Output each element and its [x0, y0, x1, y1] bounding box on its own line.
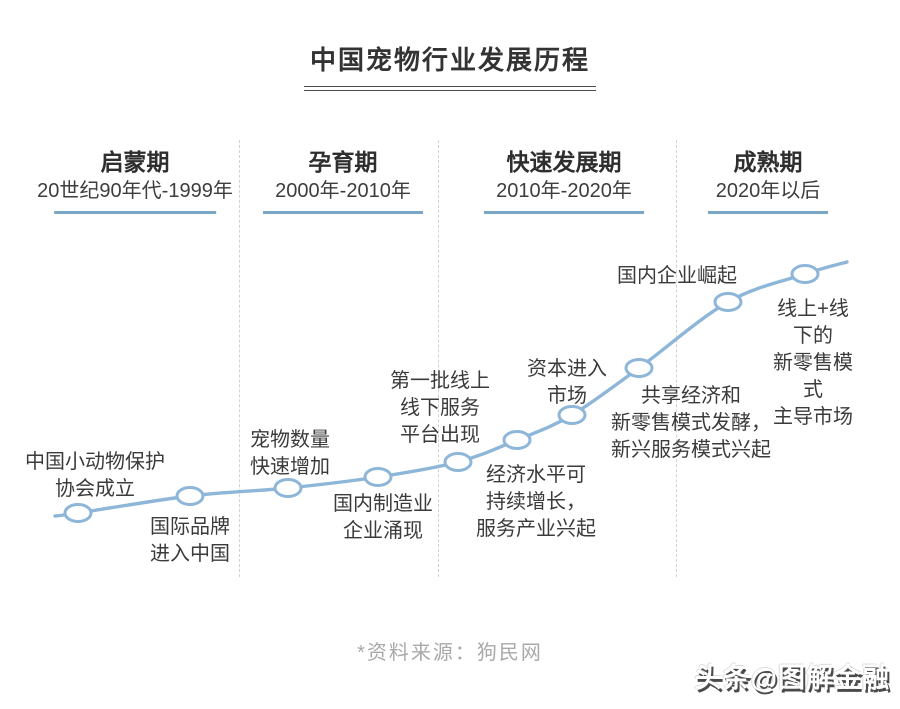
phase-column-1: 启蒙期 20世纪90年代-1999年: [37, 148, 233, 214]
phase-column-3: 快速发展期 2010年-2020年: [484, 148, 644, 214]
phase-underline: [484, 211, 644, 214]
phase-period: 2010年-2020年: [496, 180, 632, 202]
phase-underline: [263, 211, 423, 214]
milestone-marker-9: [713, 292, 743, 312]
dashed-divider-3: [676, 140, 677, 577]
milestone-label-4: 国内制造业 企业涌现: [333, 493, 433, 542]
page-title: 中国宠物行业发展历程: [309, 45, 590, 75]
dashed-divider-1: [239, 140, 240, 577]
data-source-note: *资料来源：狗民网: [357, 642, 543, 664]
phase-period: 20世纪90年代-1999年: [37, 180, 233, 202]
dashed-divider-2: [438, 140, 439, 577]
milestone-marker-8: [624, 358, 654, 378]
header: 中国宠物行业发展历程: [0, 40, 900, 91]
phase-period: 2020年以后: [715, 180, 821, 202]
phase-name: 快速发展期: [506, 149, 622, 175]
milestone-marker-7: [557, 405, 587, 425]
phase-underline: [54, 211, 216, 214]
milestone-label-9: 国内企业崛起: [617, 265, 737, 287]
milestone-marker-3: [273, 478, 303, 498]
phase-name: 成熟期: [733, 149, 803, 175]
milestone-marker-1: [63, 503, 93, 523]
milestone-label-5: 第一批线上 线下服务 平台出现: [390, 370, 490, 446]
milestone-marker-5: [443, 452, 473, 472]
phase-period: 2000年-2010年: [275, 180, 411, 202]
phase-column-4: 成熟期 2020年以后: [708, 148, 828, 214]
milestone-label-8: 共享经济和 新零售模式发酵， 新兴服务模式兴起: [611, 385, 771, 461]
phase-name: 启蒙期: [100, 149, 170, 175]
phase-underline: [708, 211, 828, 214]
milestone-label-2: 国际品牌 进入中国: [150, 516, 230, 565]
milestone-marker-4: [363, 467, 393, 487]
milestone-marker-10: [790, 264, 820, 284]
phase-name: 孕育期: [308, 149, 378, 175]
milestone-label-7: 资本进入 市场: [527, 358, 607, 407]
title-double-underline: [304, 86, 596, 91]
milestone-label-1: 中国小动物保护 协会成立: [25, 451, 165, 500]
milestone-label-10: 线上+线下的 新零售模式 主导市场: [773, 298, 853, 428]
phase-column-2: 孕育期 2000年-2010年: [263, 148, 423, 214]
milestone-label-6: 经济水平可 持续增长， 服务产业兴起: [476, 464, 596, 540]
watermark-toutiao: 头条@图解金融: [694, 663, 890, 693]
milestone-label-3: 宠物数量 快速增加: [250, 429, 330, 478]
milestone-marker-6: [502, 430, 532, 450]
milestone-marker-2: [175, 486, 205, 506]
